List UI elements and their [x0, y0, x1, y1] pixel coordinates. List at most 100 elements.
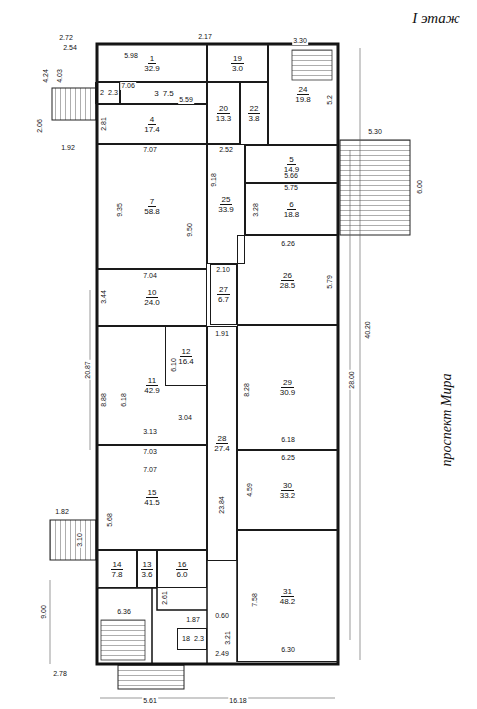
room-area: 2.3 — [108, 89, 118, 97]
room-area: 33.9 — [218, 205, 234, 214]
dimension-label: 3.44 — [100, 289, 108, 305]
room-number: 27 — [217, 285, 230, 295]
dimension-label: 9.00 — [40, 604, 48, 620]
dimension-label: 2.78 — [52, 670, 68, 678]
dimension-label: 2.54 — [62, 44, 78, 52]
dimension-label: 6.30 — [280, 646, 296, 654]
room-area: 7.5 — [163, 89, 174, 98]
room-area: 13.3 — [216, 114, 232, 123]
room-box: 2930.9 — [237, 325, 338, 450]
porch-steps — [340, 140, 410, 235]
dimension-label: 3.13 — [142, 428, 158, 436]
dimension-label: 0.60 — [214, 612, 230, 620]
room-number: 16 — [176, 560, 189, 570]
dimension-label: 4.03 — [56, 68, 64, 84]
dimension-label: 2.10 — [215, 266, 231, 274]
room-area: 6.7 — [218, 295, 229, 304]
room-number: 12 — [180, 347, 193, 357]
room-box: 223.8 — [240, 82, 268, 145]
dimension-label: 7.58 — [251, 592, 259, 608]
room-number: 2 — [98, 89, 106, 97]
dimension-label: 5.68 — [106, 512, 114, 528]
room-number: 31 — [281, 587, 294, 597]
dimension-label: 2.61 — [161, 590, 169, 606]
dimension-label: 3.04 — [177, 414, 193, 422]
room-number: 19 — [231, 54, 244, 64]
dimension-label: 5.59 — [178, 96, 194, 104]
room-area: 24.0 — [144, 298, 160, 307]
room-area: 16.4 — [178, 357, 194, 366]
room-box: 1216.4 — [165, 326, 207, 386]
room-area: 2.3 — [194, 635, 204, 643]
dimension-label: 5.66 — [283, 172, 299, 180]
stair — [101, 620, 145, 660]
room-box: 193.0 — [207, 44, 268, 82]
dimension-label: 23.84 — [218, 495, 226, 515]
room-box: 132.9 — [97, 44, 207, 82]
dimension-label: 7.04 — [142, 272, 158, 280]
dimension-label: 2.72 — [58, 34, 74, 42]
room-area: 41.5 — [144, 498, 160, 507]
room-area: 3.6 — [141, 570, 152, 579]
dimension-label: 2.49 — [214, 650, 230, 658]
dimension-label: 28.00 — [348, 370, 356, 390]
dimension-label: 8.88 — [100, 392, 108, 408]
dimension-label: 7.03 — [142, 448, 158, 456]
room-number: 15 — [146, 488, 159, 498]
dimension-label: 5.61 — [142, 697, 158, 705]
room-number: 30 — [281, 481, 294, 491]
room-number: 4 — [148, 115, 156, 125]
dimension-label: 3.10 — [76, 532, 84, 548]
outer-wall — [97, 44, 338, 664]
room-number: 3 — [152, 89, 160, 98]
room-area: 30.9 — [280, 388, 296, 397]
room-area: 58.8 — [144, 207, 160, 216]
dimension-label: 6.25 — [280, 454, 296, 462]
room-area: 6.0 — [176, 570, 187, 579]
porch-steps — [52, 88, 96, 120]
room-number: 7 — [148, 197, 156, 207]
floor-title: I этаж — [412, 10, 460, 27]
dimension-label: 5.79 — [326, 274, 334, 290]
room-box: 2827.4 — [207, 326, 237, 561]
room-number: 10 — [146, 288, 159, 298]
dimension-label: 2.17 — [197, 33, 213, 41]
room-number: 14 — [111, 560, 124, 570]
dimension-label: 3.30 — [292, 37, 308, 45]
room-number: 26 — [281, 271, 294, 281]
dimension-label: 6.18 — [120, 392, 128, 408]
room-box: 182.3 — [177, 628, 207, 650]
room-box: 758.8 — [97, 144, 207, 269]
room-box: 133.6 — [137, 550, 157, 588]
room-area: 33.2 — [280, 491, 296, 500]
dimension-line — [50, 48, 360, 698]
room-box: 1541.5 — [97, 445, 207, 550]
room-area: 42.9 — [144, 386, 160, 395]
dimension-label: 6.18 — [280, 436, 296, 444]
porch-steps — [50, 520, 96, 560]
dimension-label: 6.36 — [116, 608, 132, 616]
street-name: проспект Мира — [439, 372, 455, 467]
dimension-label: 2.81 — [100, 116, 108, 132]
room-number: 11 — [146, 376, 158, 386]
dimension-label: 6.10 — [170, 357, 178, 373]
room-box: 2533.9 — [207, 144, 245, 264]
room-number: 22 — [248, 104, 261, 114]
room-area: 32.9 — [144, 64, 160, 73]
room-area: 27.4 — [214, 444, 230, 453]
room-number: 24 — [297, 85, 310, 95]
room-area: 3.0 — [232, 64, 243, 73]
dimension-label: 20.87 — [84, 360, 92, 380]
dimension-label: 8.28 — [243, 382, 251, 398]
dimension-label: 1.87 — [185, 616, 201, 624]
dimension-label: 1.91 — [214, 330, 230, 338]
room-number: 18 — [180, 635, 192, 643]
dimension-label: 6.00 — [416, 179, 424, 195]
dimension-label: 4.24 — [42, 68, 50, 84]
dimension-label: 9.50 — [186, 222, 194, 238]
room-area: 48.2 — [280, 597, 296, 606]
dimension-label: 1.82 — [54, 508, 70, 516]
dimension-label: 9.18 — [210, 172, 218, 188]
room-box: 2013.3 — [207, 82, 240, 144]
